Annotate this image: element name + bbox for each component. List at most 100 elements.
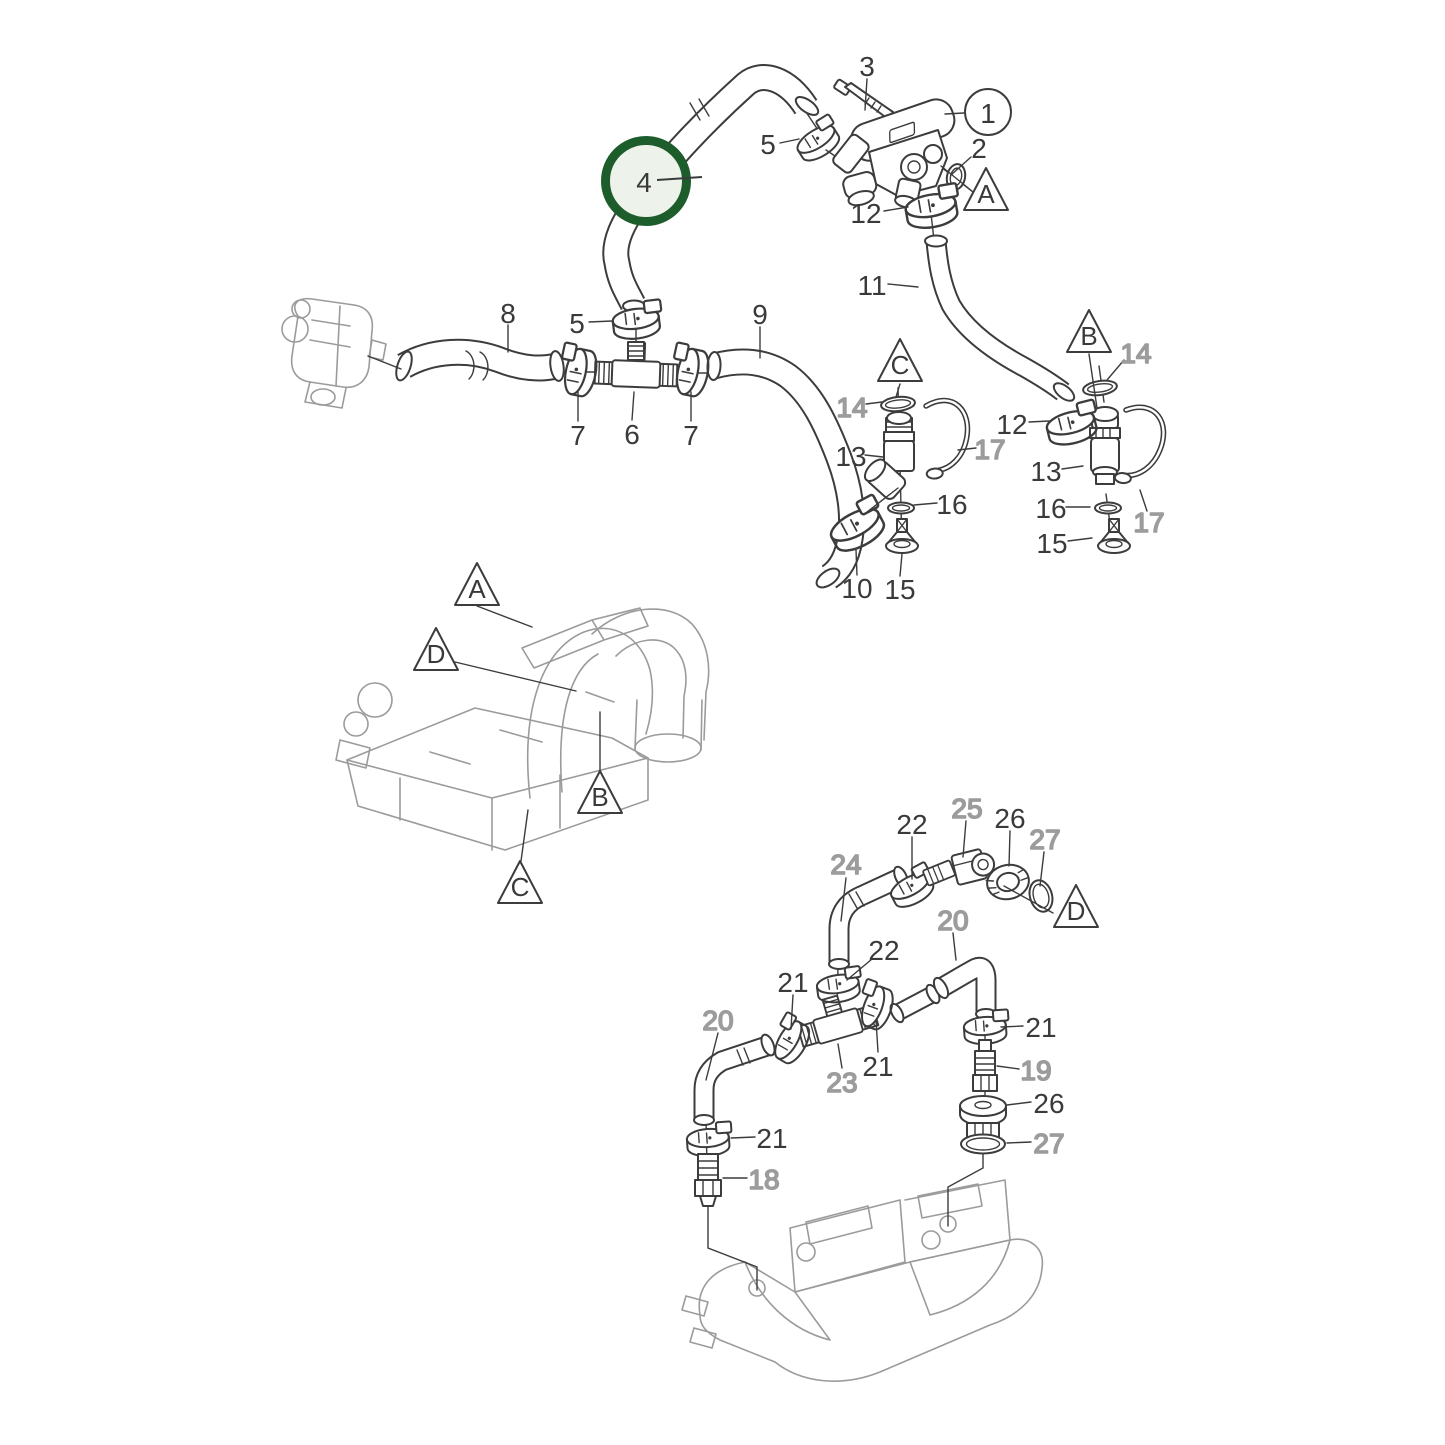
callout-10: 10 — [841, 573, 872, 604]
fitting-18 — [694, 1153, 722, 1207]
drain-cock-15-right — [1097, 518, 1131, 554]
triangle-marker-A — [454, 562, 500, 606]
callout-17: 17 — [1133, 507, 1164, 538]
drain-fitting-13-left — [863, 411, 915, 500]
callout-6: 6 — [624, 419, 640, 450]
callout-5: 5 — [569, 308, 585, 339]
hose-20-left — [693, 1033, 776, 1126]
o-ring-27-lower — [960, 1133, 1006, 1155]
callout-16: 16 — [936, 489, 967, 520]
triangle-marker-A — [963, 167, 1009, 211]
drain-fitting-13-right — [1089, 406, 1121, 485]
o-ring-14-left — [879, 394, 917, 414]
callout-20: 20 — [937, 905, 968, 936]
callout-17: 17 — [974, 434, 1005, 465]
leader-lines — [367, 78, 1148, 1291]
callout-26: 26 — [994, 803, 1025, 834]
callout-21: 21 — [862, 1051, 893, 1082]
t-fitting-6 — [593, 340, 680, 390]
reference-art — [281, 297, 1044, 1382]
callout-26: 26 — [1033, 1088, 1064, 1119]
triangle-marker-B — [577, 770, 623, 814]
callout-21: 21 — [756, 1123, 787, 1154]
callout-12: 12 — [996, 409, 1027, 440]
callout-19: 19 — [1020, 1055, 1051, 1086]
drain-cock-15-left — [885, 518, 919, 554]
washer-16-right — [1094, 501, 1122, 515]
callout-22: 22 — [896, 809, 927, 840]
drain-assembly-right — [1081, 377, 1166, 554]
triangle-letter-B: B — [591, 782, 608, 812]
callout-4: 4 — [636, 167, 652, 198]
callout-27: 27 — [1029, 824, 1060, 855]
valve-assembly-1 — [832, 98, 979, 209]
callout-13: 13 — [835, 441, 866, 472]
callout-21: 21 — [777, 967, 808, 998]
callout-21: 21 — [1025, 1012, 1056, 1043]
callout-24: 24 — [830, 849, 861, 880]
part-1-reference-circle — [964, 88, 1012, 136]
manifold-reference-art — [681, 1179, 1044, 1382]
drain-assembly-left — [863, 394, 971, 554]
triangle-letter-C: C — [891, 350, 910, 380]
parts-layer — [395, 64, 1166, 1207]
triangle-letter-D: D — [427, 639, 446, 669]
clip-17-right — [1114, 405, 1166, 487]
callout-12: 12 — [850, 198, 881, 229]
callout-18: 18 — [748, 1164, 779, 1195]
triangle-marker-B — [1066, 309, 1112, 353]
callout-16: 16 — [1035, 493, 1066, 524]
hose-24 — [828, 865, 909, 970]
engine-reference-art — [335, 607, 710, 851]
callout-3: 3 — [859, 51, 875, 82]
triangle-marker-D — [413, 627, 459, 671]
o-ring-14-right — [1081, 377, 1119, 399]
highlight-layer — [601, 136, 703, 226]
callout-22: 22 — [868, 935, 899, 966]
triangle-layer: A C B A D B C D — [413, 167, 1112, 928]
callout-7: 7 — [683, 420, 699, 451]
hose-11 — [924, 234, 1076, 402]
refcircle-layer — [964, 88, 1012, 136]
callout-8: 8 — [500, 298, 516, 329]
callout-2: 2 — [971, 133, 987, 164]
clamp-10 — [821, 492, 894, 559]
nipple-fitting — [921, 859, 957, 887]
triangle-letter-A: A — [977, 179, 995, 209]
fitting-19 — [972, 1039, 998, 1092]
callout-13: 13 — [1030, 456, 1061, 487]
hose-20-right — [889, 956, 997, 1024]
callout-7: 7 — [570, 420, 586, 451]
hose-8 — [395, 338, 565, 382]
callout-11: 11 — [857, 270, 886, 301]
callout-14: 14 — [836, 392, 867, 423]
triangle-letter-A: A — [468, 574, 486, 604]
callout-14: 14 — [1120, 338, 1151, 369]
bolt-3 — [833, 78, 894, 120]
callout-27: 27 — [1033, 1128, 1064, 1159]
triangle-marker-C — [497, 860, 543, 904]
highlight-leader — [656, 176, 703, 181]
triangle-marker-C — [877, 338, 923, 382]
pump-reference-art — [281, 297, 387, 409]
callout-15: 15 — [1036, 528, 1067, 559]
plug-26-upper — [985, 863, 1030, 901]
callout-9: 9 — [752, 299, 768, 330]
callout-1: 1 — [980, 98, 996, 129]
hose-9 — [706, 348, 865, 589]
triangle-letter-D: D — [1067, 896, 1086, 926]
callout-25: 25 — [951, 793, 982, 824]
triangle-marker-D — [1053, 884, 1099, 928]
plug-26-lower — [959, 1095, 1007, 1138]
callout-20: 20 — [702, 1005, 733, 1036]
elbow-fitting-25 — [950, 848, 996, 886]
triangle-letter-B: B — [1080, 321, 1097, 351]
callout-23: 23 — [826, 1067, 857, 1098]
clip-17-left — [922, 399, 971, 479]
triangle-letter-C: C — [511, 872, 530, 902]
callout-5: 5 — [760, 129, 776, 160]
clamp-21-lower-left — [684, 1120, 735, 1159]
